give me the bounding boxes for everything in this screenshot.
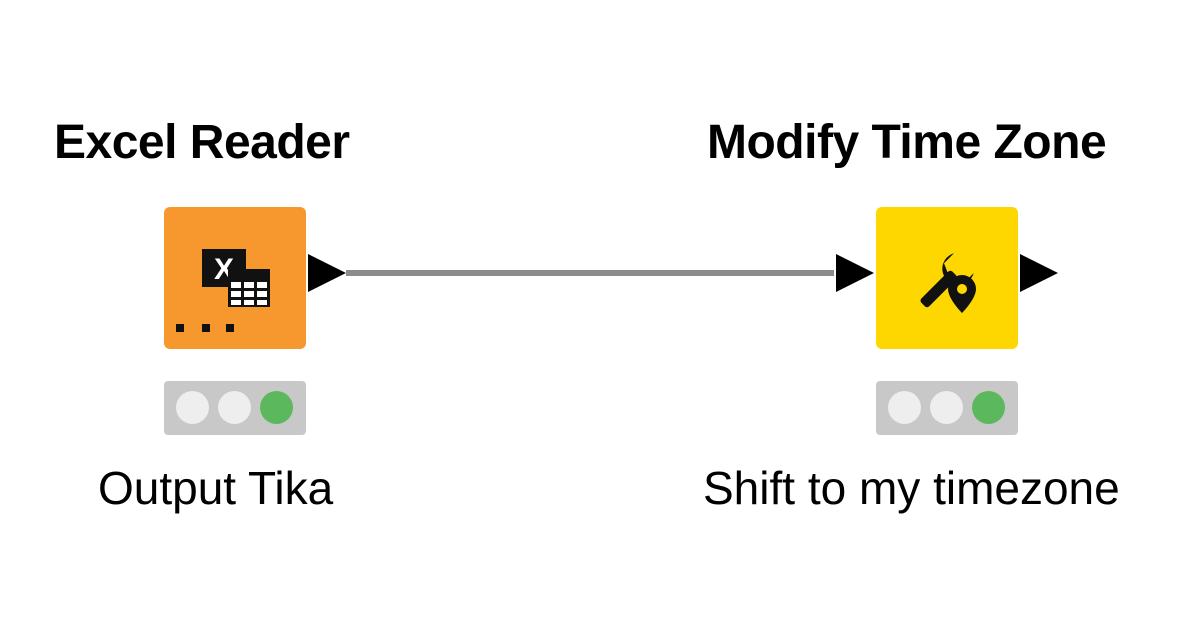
node-annotation[interactable]: Shift to my timezone [703, 462, 1120, 514]
node-annotation[interactable]: Output Tika [98, 462, 334, 514]
node-body[interactable] [876, 207, 1018, 349]
output-port-icon[interactable] [306, 252, 346, 294]
node-body[interactable]: X [164, 207, 306, 349]
status-light-green [260, 391, 293, 424]
status-light-red [888, 391, 921, 424]
status-light-green [972, 391, 1005, 424]
excel-spreadsheet-icon: X [176, 249, 270, 332]
node-title: Modify Time Zone [707, 116, 1107, 169]
status-traffic-light [876, 381, 1018, 435]
wrench-location-icon [920, 253, 976, 313]
status-light-red [176, 391, 209, 424]
node-title: Excel Reader [54, 116, 350, 169]
status-traffic-light [164, 381, 306, 435]
input-port-icon[interactable] [834, 252, 876, 294]
output-port-icon[interactable] [1018, 252, 1060, 294]
status-light-yellow [930, 391, 963, 424]
status-light-yellow [218, 391, 251, 424]
